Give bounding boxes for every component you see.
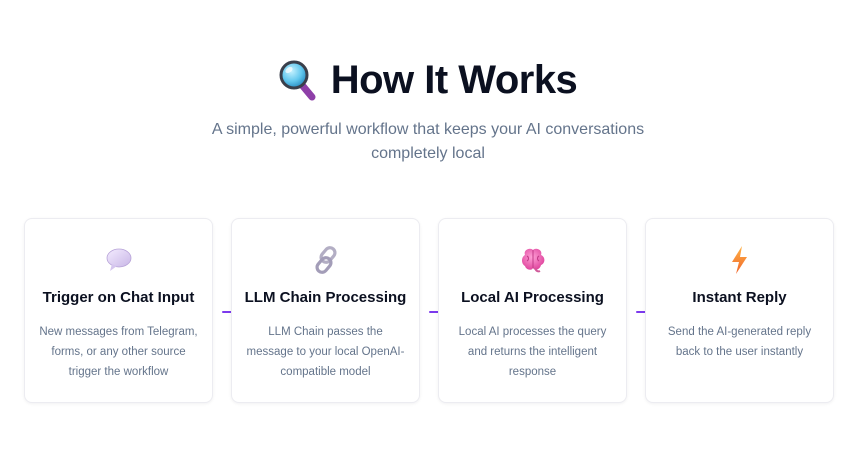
step-description: LLM Chain passes the message to your loc… xyxy=(246,326,405,378)
magnifying-glass-icon xyxy=(279,60,316,101)
lightning-bolt-icon xyxy=(731,246,747,274)
step-card-instant-reply: Instant Reply Send the AI-generated repl… xyxy=(645,218,834,403)
step-title: Trigger on Chat Input xyxy=(42,289,195,306)
step-card-llm-chain: LLM Chain Processing LLM Chain passes th… xyxy=(231,218,447,403)
step-card-local-ai: Local AI Processing Local AI processes t… xyxy=(438,218,654,403)
step-title: Local AI Processing xyxy=(461,289,604,306)
chain-link-icon xyxy=(314,246,337,274)
steps-row: Trigger on Chat Input New messages from … xyxy=(24,218,834,403)
step-description: Local AI processes the query and returns… xyxy=(458,326,607,378)
step-title: Instant Reply xyxy=(692,289,787,306)
section-header: How It Works A simple, powerful workflow… xyxy=(0,52,856,166)
step-card-trigger: Trigger on Chat Input New messages from … xyxy=(24,218,240,403)
page-subtitle: A simple, powerful workflow that keeps y… xyxy=(211,121,645,162)
step-description: New messages from Telegram, forms, or an… xyxy=(39,326,198,378)
title-row: How It Works xyxy=(0,52,856,108)
speech-bubble-icon xyxy=(106,248,131,271)
step-description: Send the AI-generated reply back to the … xyxy=(667,326,812,358)
brain-icon xyxy=(521,248,544,273)
page-title: How It Works xyxy=(330,57,578,102)
step-title: LLM Chain Processing xyxy=(244,289,407,306)
